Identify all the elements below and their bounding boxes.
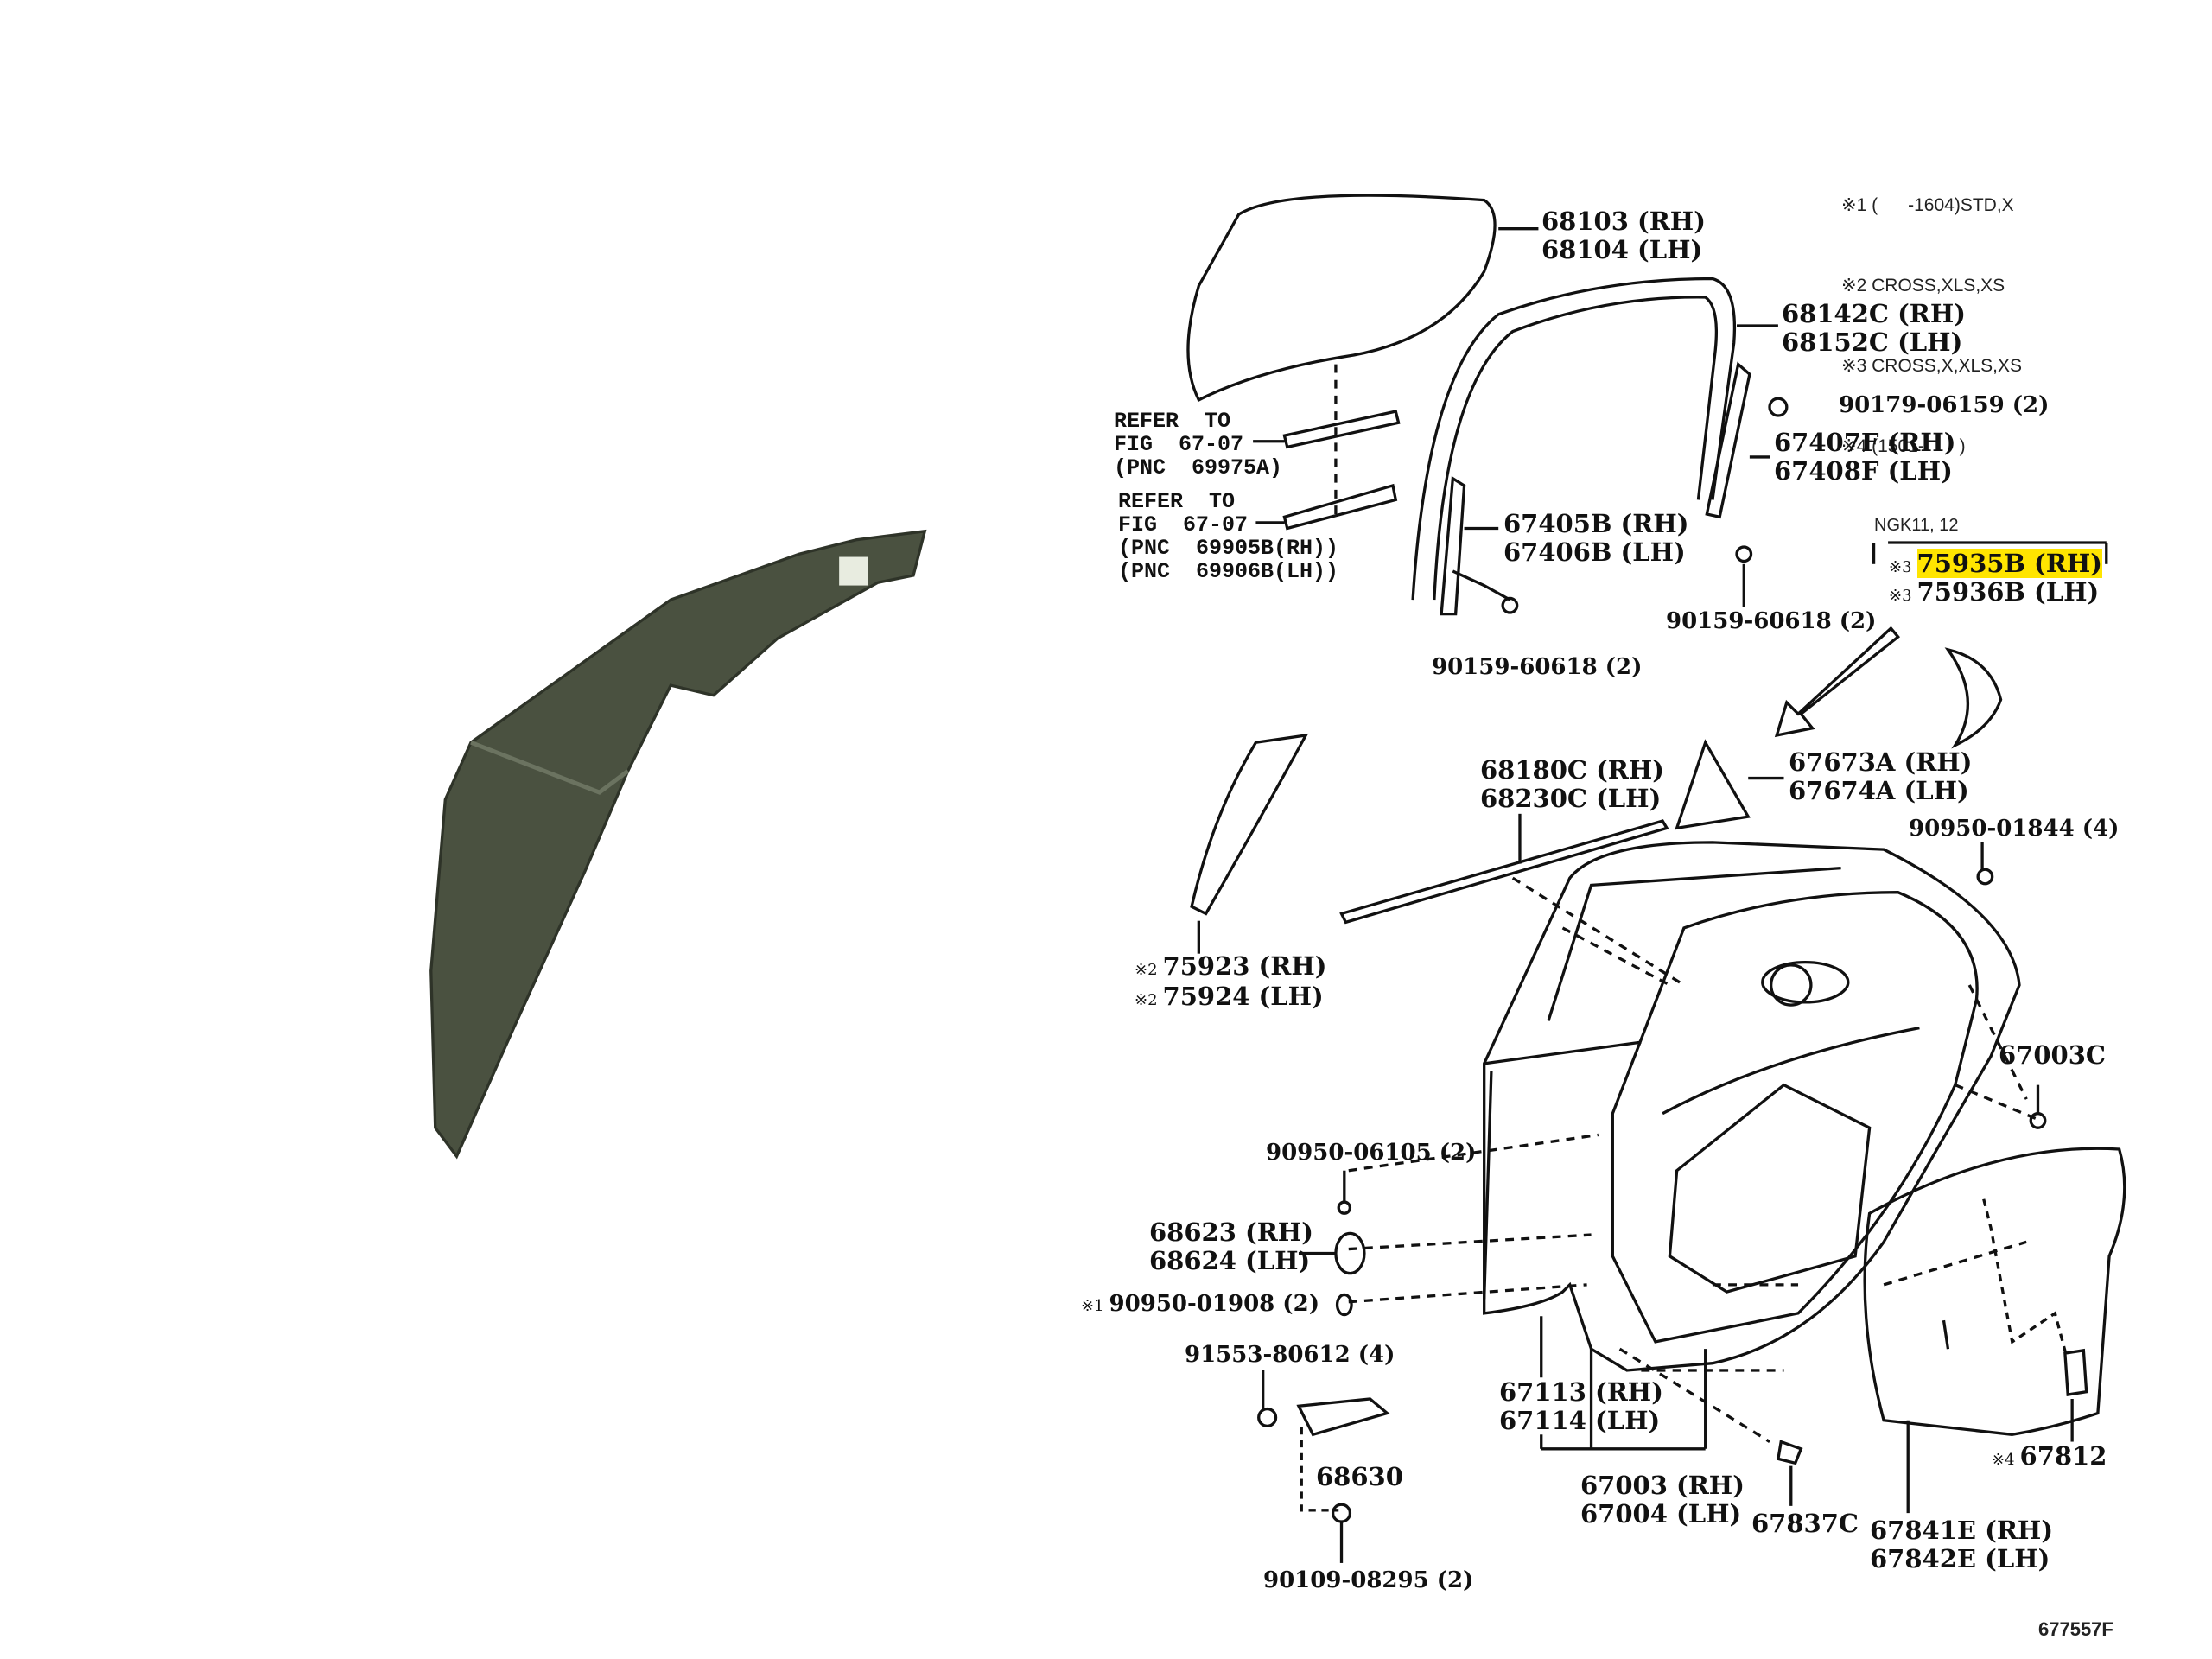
part-label-67673a[interactable]: 67673A (RH) 67674A (LH)	[1789, 747, 1973, 805]
part-label-91553[interactable]: 91553-80612 (4)	[1185, 1342, 1395, 1368]
mark: ※1	[1081, 1297, 1104, 1315]
part-number: 75924 (LH)	[1162, 982, 1324, 1011]
part-label-67405b[interactable]: 67405B (RH) 67406B (LH)	[1503, 509, 1689, 567]
part-label-90159-a[interactable]: 90159-60618 (2)	[1666, 608, 1877, 634]
part-label-90950-06105[interactable]: 90950-06105 (2)	[1266, 1140, 1477, 1166]
part-label-67407f[interactable]: 67407F (RH) 67408F (LH)	[1774, 428, 1956, 486]
part-photo	[429, 529, 927, 1160]
refer-note-69975a: REFER TO FIG 67-07 (PNC 69975A)	[1114, 409, 1283, 480]
part-label-67113[interactable]: 67113 (RH) 67114 (LH)	[1499, 1377, 1663, 1435]
refer-note-69905b: REFER TO FIG 67-07 (PNC 69905B(RH)) (PNC…	[1118, 489, 1339, 584]
part-label-90950-01908[interactable]: ※1 90950-01908 (2)	[1081, 1290, 1319, 1320]
mark: ※4	[1992, 1451, 2015, 1469]
mark: ※2	[1135, 961, 1158, 979]
part-number: 75936B (LH)	[1916, 577, 2100, 607]
part-label-67837c[interactable]: 67837C	[1751, 1509, 1859, 1538]
part-label-68630[interactable]: 68630	[1316, 1462, 1403, 1491]
footnote-4: ※4 (1501- )	[1841, 436, 1966, 456]
part-number: 90950-01908 (2)	[1109, 1291, 1319, 1317]
part-label-68623[interactable]: 68623 (RH) 68624 (LH)	[1149, 1217, 1313, 1275]
part-label-67003c[interactable]: 67003C	[1999, 1040, 2106, 1070]
part-label-90950-01844[interactable]: 90950-01844 (4)	[1909, 816, 2120, 842]
part-label-90179[interactable]: 90179-06159 (2)	[1839, 392, 2050, 418]
part-label-90109[interactable]: 90109-08295 (2)	[1263, 1567, 1474, 1593]
part-label-68180c[interactable]: 68180C (RH) 68230C (LH)	[1480, 755, 1665, 813]
footnotes: ※1 ( -1604)STD,X ※2 CROSS,XLS,XS ※3 CROS…	[1841, 138, 2022, 486]
footnote-1: ※1 ( -1604)STD,X	[1841, 195, 2014, 215]
mark: ※3	[1889, 587, 1912, 605]
footnote-2: ※2 CROSS,XLS,XS	[1841, 276, 2005, 296]
part-label-67841e[interactable]: 67841E (RH) 67842E (LH)	[1870, 1516, 2054, 1573]
highlighted-part-number: 75935B (RH)	[1916, 549, 2102, 578]
footnote-3: ※3 CROSS,X,XLS,XS	[1841, 356, 2023, 376]
door-diagram	[1186, 194, 2126, 1563]
mark: ※3	[1889, 558, 1912, 576]
part-number: 67812	[2019, 1441, 2107, 1471]
part-label-68103[interactable]: 68103 (RH) 68104 (LH)	[1541, 207, 1706, 264]
mark: ※2	[1135, 991, 1158, 1009]
part-number: 75923 (RH)	[1162, 951, 1327, 981]
figure-id: 677557F	[2038, 1618, 2113, 1640]
part-label-67003[interactable]: 67003 (RH) 67004 (LH)	[1580, 1471, 1745, 1529]
part-label-90159-b[interactable]: 90159-60618 (2)	[1432, 654, 1643, 680]
part-label-68142c[interactable]: 68142C (RH) 68152C (LH)	[1782, 299, 1967, 357]
ngk-note: NGK11, 12	[1874, 516, 1959, 535]
